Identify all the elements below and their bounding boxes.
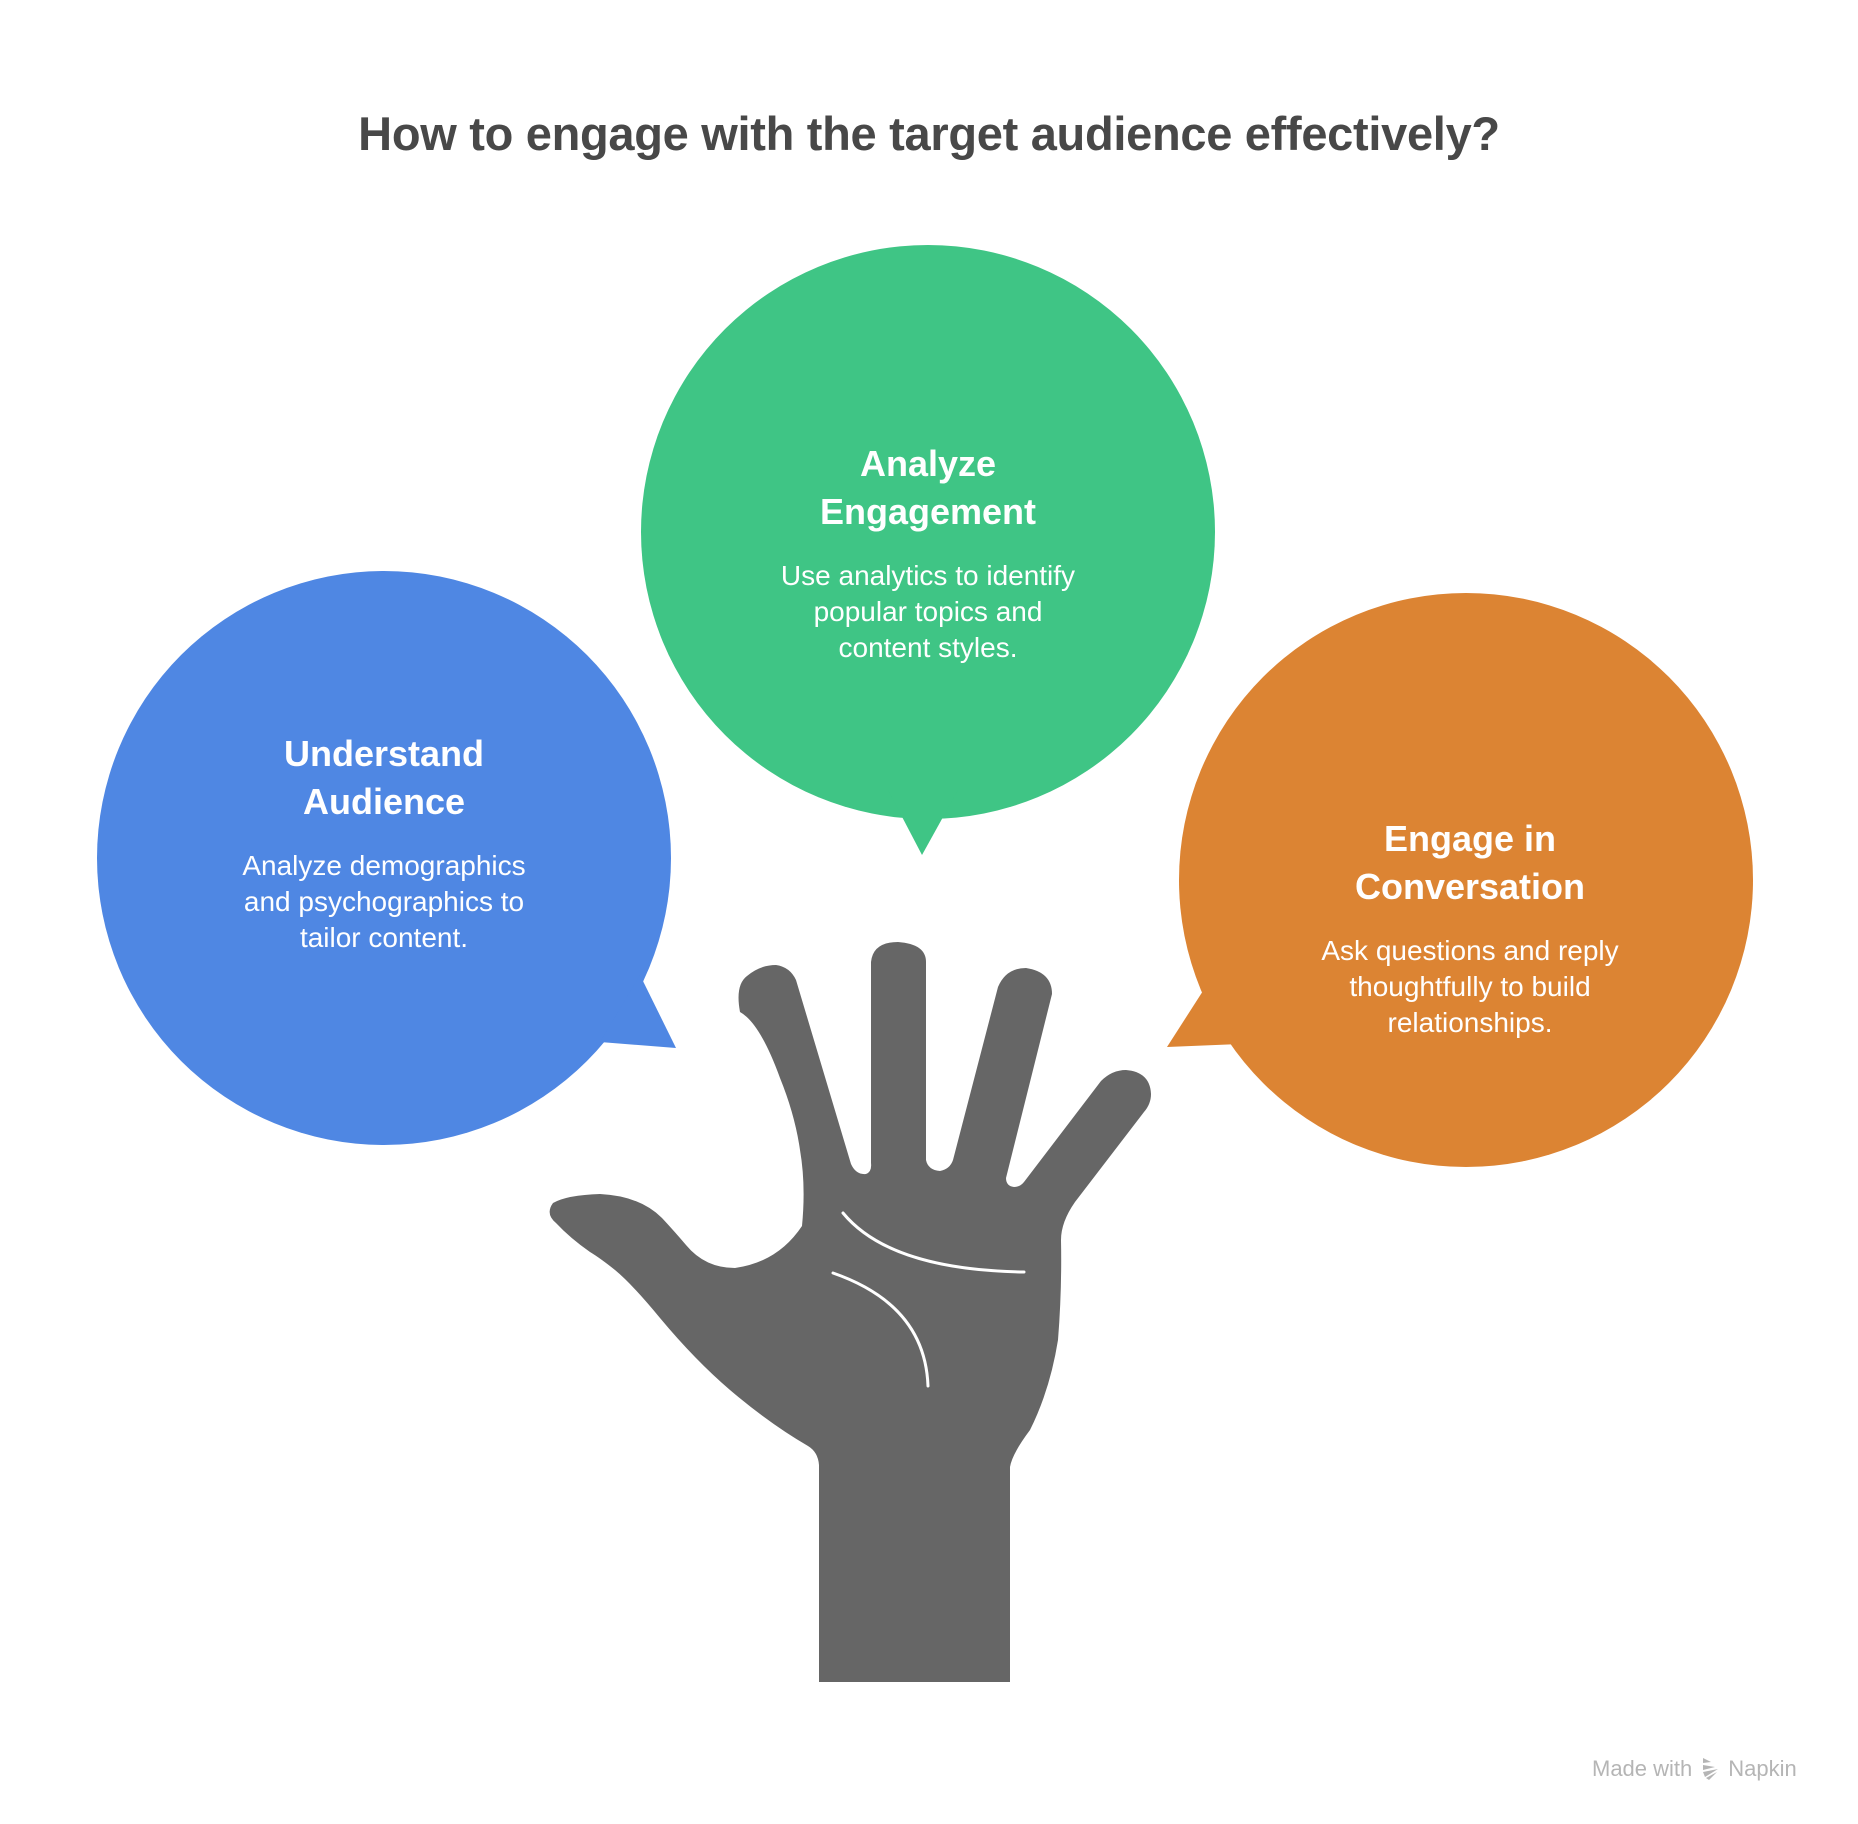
bubble-description: Analyze demographics and psychographics …	[204, 848, 564, 956]
bubble-description-line: Ask questions and reply	[1321, 935, 1619, 966]
bubble-description-line: relationships.	[1387, 1007, 1553, 1038]
watermark-brand: Napkin	[1728, 1756, 1797, 1781]
bubble-description-line: content styles.	[838, 632, 1018, 663]
bubble-heading-line: Engage in	[1383, 818, 1557, 859]
bubble-heading: Engage in Conversation	[1280, 815, 1660, 911]
bubble-understand-audience-text: Understand Audience Analyze demographics…	[204, 730, 564, 956]
bubble-analyze-engagement	[641, 245, 1215, 855]
bubble-tail	[600, 975, 676, 1048]
bubble-description: Use analytics to identify popular topics…	[738, 558, 1118, 666]
bubble-analyze-engagement-text: Analyze Engagement Use analytics to iden…	[738, 440, 1118, 666]
bubble-description: Ask questions and reply thoughtfully to …	[1280, 933, 1660, 1041]
bubble-tail	[1167, 980, 1240, 1047]
bubble-description-line: tailor content.	[299, 922, 469, 953]
bubble-heading: Understand Audience	[204, 730, 564, 826]
bubble-engage-in-conversation	[1167, 593, 1753, 1167]
napkin-logo-icon	[1703, 1758, 1719, 1780]
bubble-heading-line: Analyze	[859, 443, 997, 484]
bubble-description-line: Analyze demographics	[242, 850, 526, 881]
watermark-prefix: Made with	[1592, 1756, 1693, 1781]
bubble-description-line: thoughtfully to build	[1349, 971, 1591, 1002]
bubble-heading-line: Audience	[302, 781, 466, 822]
bubble-understand-audience	[97, 571, 676, 1145]
palm-line-life	[831, 1271, 930, 1388]
bubble-heading-line: Conversation	[1354, 866, 1586, 907]
bubble-tail	[888, 790, 958, 855]
bubble-description-line: popular topics and	[813, 596, 1043, 627]
bubble-heading: Analyze Engagement	[738, 440, 1118, 536]
bubble-description-line: Use analytics to identify	[780, 560, 1076, 591]
bubble-description-line: and psychographics to	[243, 886, 525, 917]
made-with-napkin-watermark[interactable]: Made with Napkin	[1592, 1756, 1797, 1782]
page-title: How to engage with the target audience e…	[358, 107, 1500, 160]
open-hand-icon	[549, 942, 1151, 1682]
palm-line-heart	[841, 1211, 1026, 1274]
bubble-heading-line: Understand	[283, 733, 485, 774]
bubble-engage-in-conversation-text: Engage in Conversation Ask questions and…	[1280, 815, 1660, 1041]
bubble-heading-line: Engagement	[819, 491, 1037, 532]
